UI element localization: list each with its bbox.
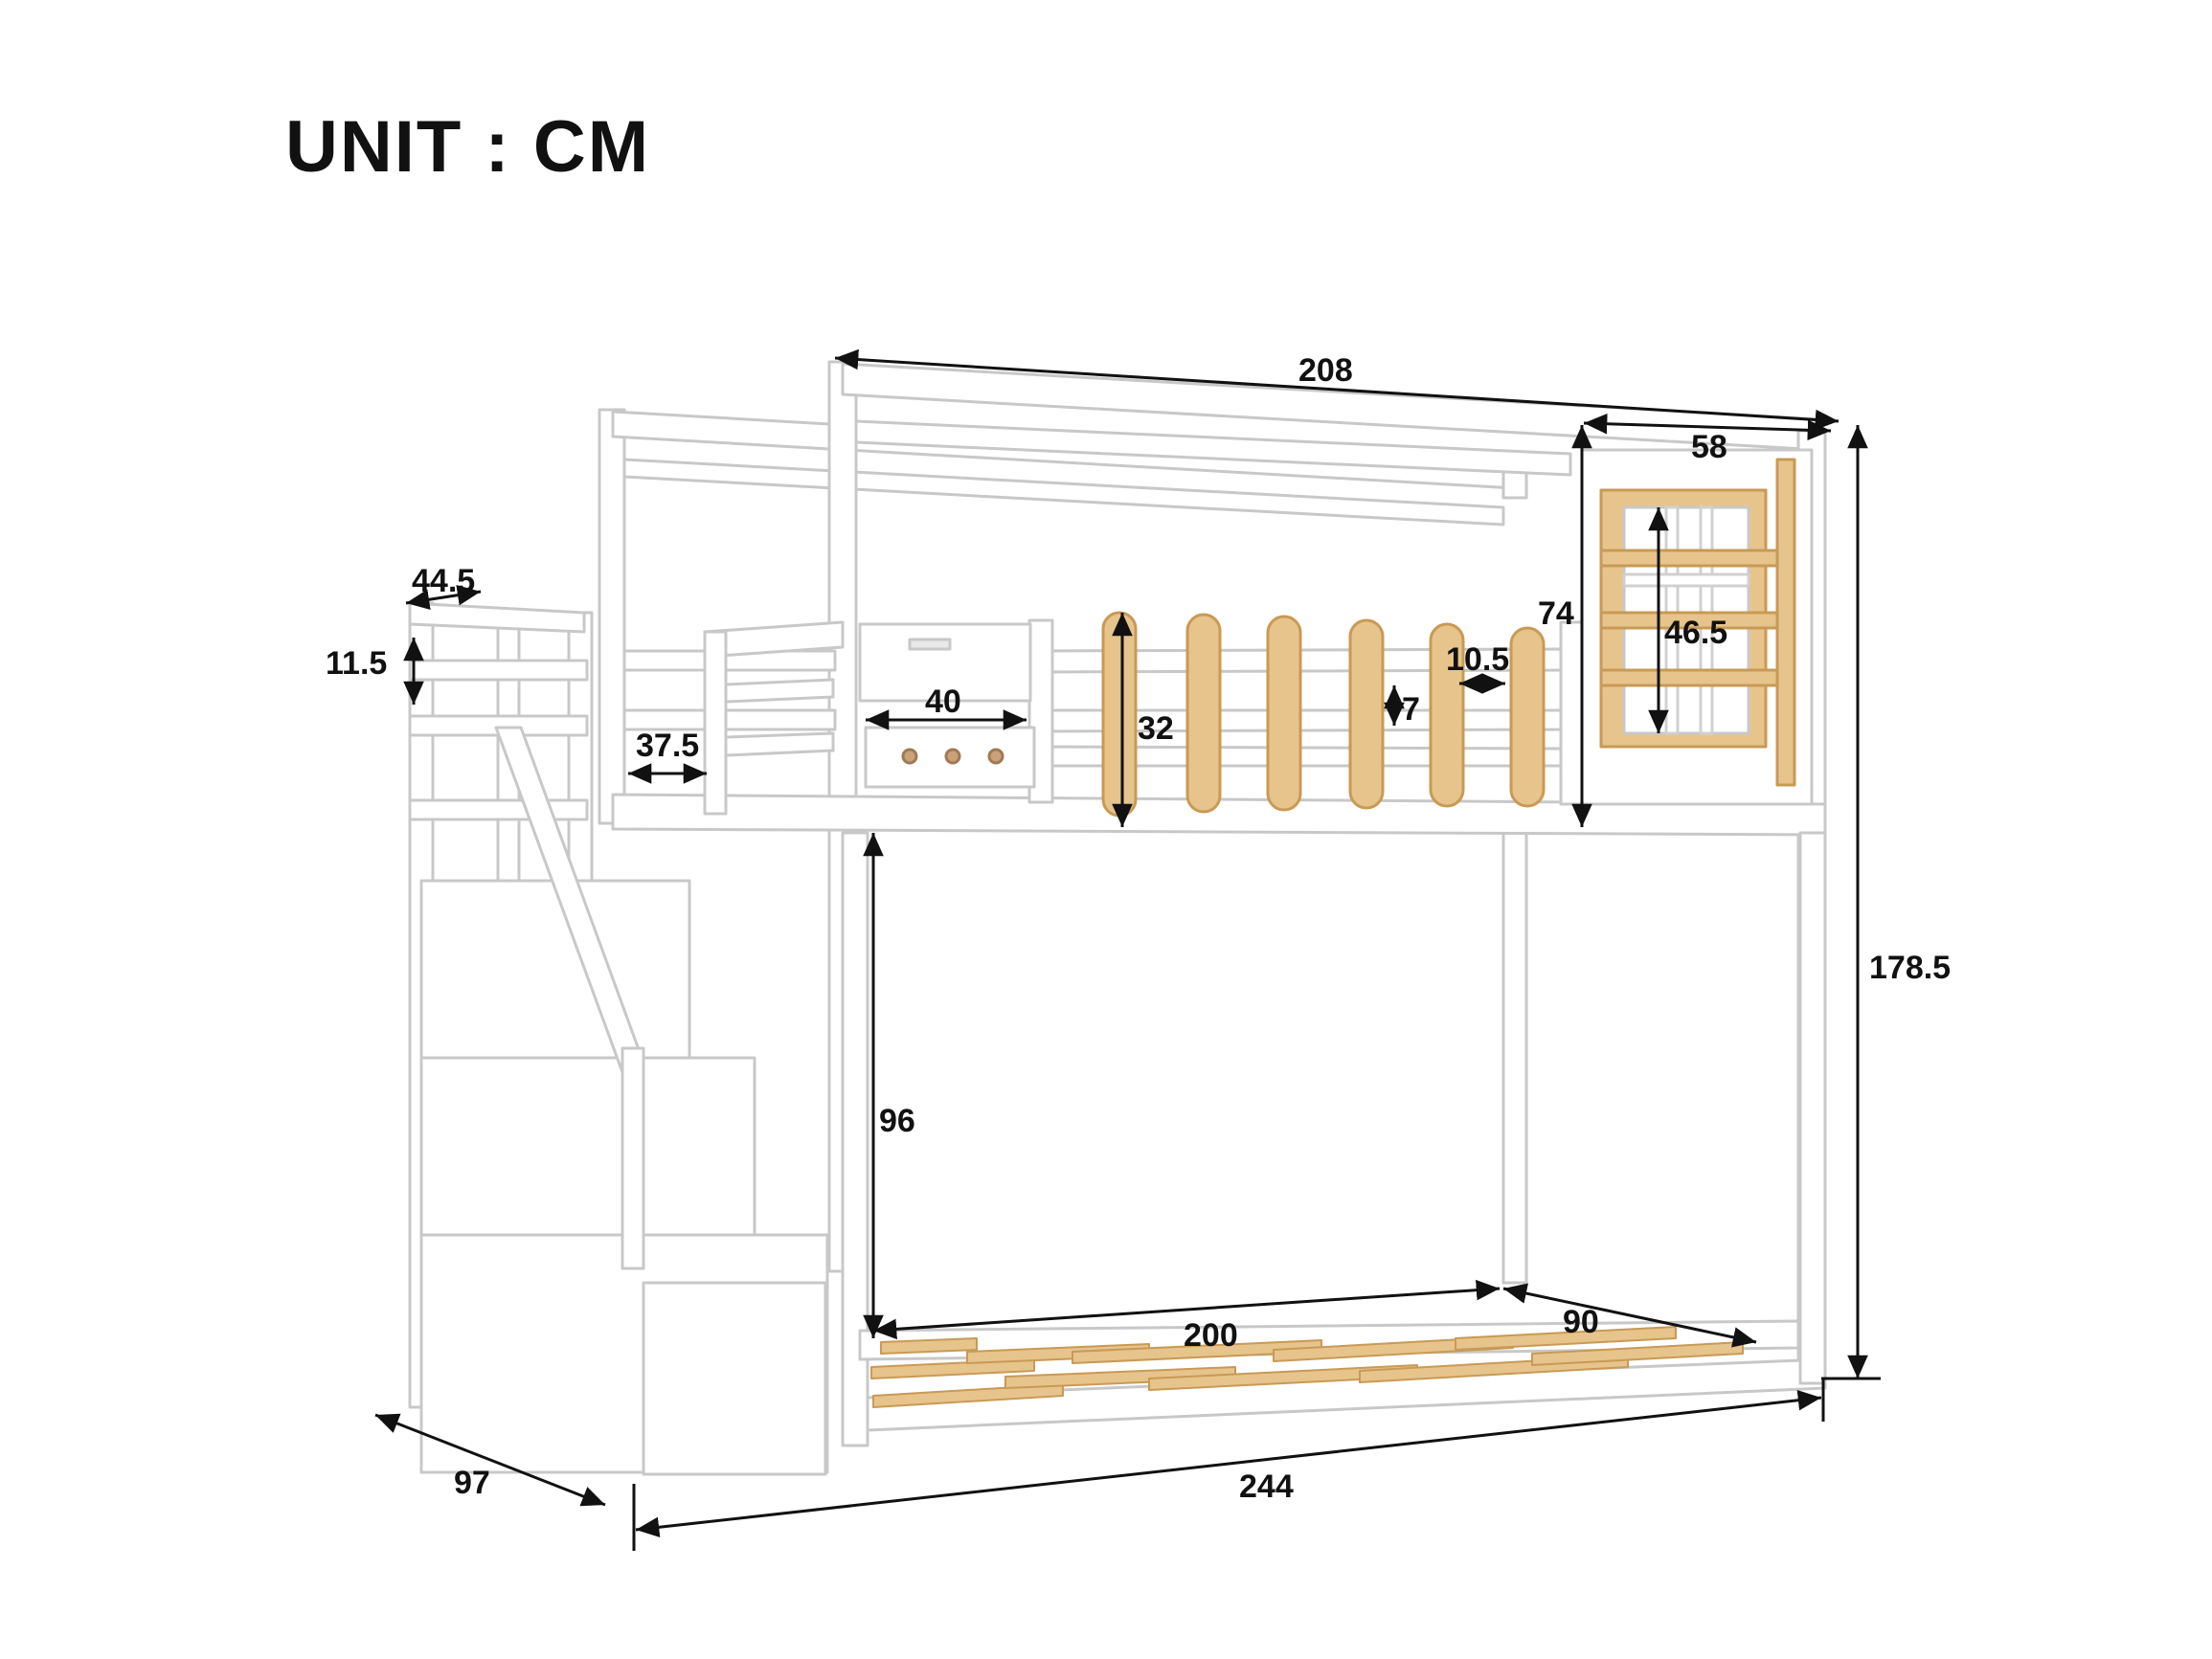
label-10.5: 10.5 bbox=[1446, 641, 1509, 678]
label-44.5: 44.5 bbox=[412, 563, 475, 599]
label-96: 96 bbox=[879, 1103, 915, 1139]
wood-slat-3 bbox=[1266, 615, 1302, 812]
wood-slat-2 bbox=[1185, 613, 1222, 814]
dim-line-97 bbox=[374, 1413, 606, 1507]
bunk-bed-illustration bbox=[408, 360, 1827, 1476]
label-208: 208 bbox=[1298, 352, 1353, 389]
stair-step-2 bbox=[419, 1056, 756, 1268]
label-7: 7 bbox=[1402, 691, 1420, 728]
label-244: 244 bbox=[1239, 1468, 1294, 1505]
wood-slat-1 bbox=[1101, 611, 1138, 818]
dim-line-44.5 bbox=[405, 585, 482, 610]
dim-line-200 bbox=[872, 1279, 1501, 1340]
stair-step-1 bbox=[419, 879, 691, 1060]
label-58: 58 bbox=[1691, 429, 1727, 465]
back-post-right bbox=[1501, 821, 1528, 1285]
label-178.5: 178.5 bbox=[1869, 950, 1951, 986]
left-guard-rail bbox=[622, 620, 845, 816]
wood-slat-5 bbox=[1429, 622, 1465, 808]
dim-line-58 bbox=[1583, 413, 1832, 441]
shelf-board bbox=[858, 622, 1036, 789]
dimension-labels: 208 58 44.5 11.5 74 46.5 10.5 32 7 40 37… bbox=[326, 352, 1951, 1505]
label-11.5: 11.5 bbox=[326, 645, 387, 682]
dim-line-244 bbox=[635, 1389, 1822, 1538]
hook-knob-2 bbox=[944, 748, 961, 765]
hook-knob-1 bbox=[901, 748, 918, 765]
label-40: 40 bbox=[925, 684, 961, 720]
wood-slat-4 bbox=[1348, 618, 1385, 810]
label-74: 74 bbox=[1538, 595, 1574, 632]
staircase-unit bbox=[408, 601, 829, 1476]
side-window-panel bbox=[1580, 448, 1814, 806]
dim-line-208 bbox=[834, 348, 1840, 431]
label-97: 97 bbox=[454, 1465, 490, 1501]
dimension-lines bbox=[374, 348, 1881, 1551]
hook-knob-3 bbox=[987, 748, 1004, 765]
label-90: 90 bbox=[1563, 1304, 1599, 1340]
stair-drawer bbox=[642, 1281, 827, 1476]
wood-slat-6 bbox=[1509, 626, 1546, 808]
label-200: 200 bbox=[1184, 1317, 1238, 1354]
dim-line-90 bbox=[1502, 1283, 1757, 1348]
label-37.5: 37.5 bbox=[636, 728, 699, 764]
label-46.5: 46.5 bbox=[1664, 615, 1727, 651]
page-title: UNIT : CM bbox=[285, 106, 651, 188]
label-32: 32 bbox=[1138, 710, 1174, 747]
